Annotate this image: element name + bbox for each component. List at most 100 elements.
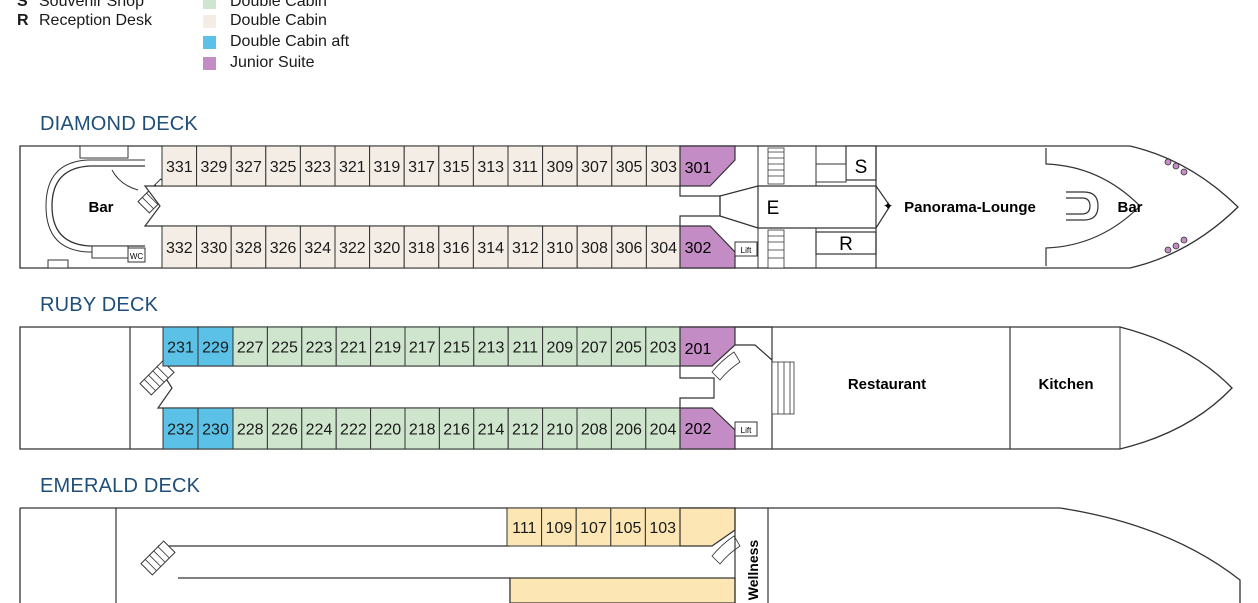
cabin-328[interactable] [230,225,267,269]
bar-counter-fwd [1066,191,1099,221]
legend-item-souvenir-shop: S Souvenir Shop [17,0,144,12]
elevator-label: E [767,198,780,219]
suite-302[interactable] [679,225,736,269]
cabin-228[interactable] [232,407,268,450]
cabin-308[interactable] [576,225,613,269]
emerald-cabin-row-bottom [509,577,736,603]
cabin-317[interactable] [403,145,440,187]
cabin-label-312: 312 [512,240,539,257]
legend-item-junior-suite: Junior Suite [203,53,315,73]
cabin-111[interactable] [506,507,543,547]
cabin-210[interactable] [542,407,578,450]
cabin-label-326: 326 [270,240,297,257]
cabin-314[interactable] [472,225,509,269]
cabin-224[interactable] [301,407,337,450]
cabin-211[interactable] [507,326,544,367]
cabin-329[interactable] [196,145,232,187]
suite-202[interactable] [679,407,736,450]
legend-swatch [203,0,216,9]
ruby-corridor [156,365,715,409]
legend-swatch [203,14,216,28]
cabin-209[interactable] [542,326,578,367]
stair-ruby-aft [139,360,175,396]
stairs-ruby-midship [771,361,795,415]
cabin-306[interactable] [611,225,647,269]
cabin-label-103: 103 [649,520,676,537]
cabin-311[interactable] [507,145,544,187]
legend-swatch [203,56,216,70]
cabin-323[interactable] [299,145,336,187]
cabin-313[interactable] [472,145,509,187]
cabin-label-206: 206 [615,422,642,439]
cabin-label-212: 212 [512,422,539,439]
suite-201[interactable] [679,326,736,367]
cabin-label-209: 209 [546,340,573,357]
cabin-label-302: 302 [685,240,712,257]
cabin-206[interactable] [610,407,647,450]
cabin-203[interactable] [645,326,681,367]
cabin-label-323: 323 [304,159,331,176]
cabin-307[interactable] [576,145,613,187]
cabin-107[interactable] [575,507,612,547]
cabin-212[interactable] [507,407,544,450]
cabin-label-105: 105 [615,520,642,537]
cabin-label-321: 321 [339,159,366,176]
cabin-219[interactable] [370,326,406,367]
cabin-220[interactable] [370,407,406,450]
cabin-103[interactable] [644,507,681,547]
cabin-330[interactable] [196,225,232,269]
cabin-label-213: 213 [478,340,505,357]
cabin-321[interactable] [334,145,371,187]
cabin-230[interactable] [197,407,234,450]
cabin-217[interactable] [404,326,440,367]
cabin-229[interactable] [197,326,234,367]
cabin-320[interactable] [369,225,405,269]
reception-label: R [839,234,853,255]
cabin-223[interactable] [301,326,337,367]
cabin-109[interactable] [541,507,577,547]
compass-icon: ✦ [883,199,893,213]
cabin-318[interactable] [403,225,440,269]
legend-label: Double Cabin aft [230,33,350,50]
bow-decoration [1164,158,1188,254]
cabin-215[interactable] [438,326,475,367]
cabin-label-211: 211 [513,340,539,357]
deck-title-diamond: DIAMOND DECK [40,113,198,135]
cabin-214[interactable] [473,407,509,450]
cabin-322[interactable] [334,225,371,269]
cabin-225[interactable] [266,326,303,367]
cabin-218[interactable] [404,407,440,450]
cabin-332[interactable] [161,225,198,269]
cabin-310[interactable] [542,225,578,269]
cabin-label-305: 305 [616,159,643,176]
deck-title-ruby: RUBY DECK [40,294,159,316]
cabin-226[interactable] [266,407,303,450]
cabin-232[interactable] [162,407,199,450]
cabin-label-309: 309 [547,159,574,176]
cabin-231[interactable] [162,326,199,367]
cabin-325[interactable] [265,145,301,187]
cabin-324[interactable] [299,225,336,269]
legend-item-double-cabin-green: Double Cabin [203,0,327,12]
aft-bar-area [51,165,145,247]
cabin-216[interactable] [438,407,475,450]
cabin-205[interactable] [610,326,647,367]
wc-label: WC [130,252,144,261]
cabin-label-226: 226 [271,422,298,439]
legend-item-double-cabin-aft: Double Cabin aft [203,32,349,52]
cabin-label-208: 208 [581,422,608,439]
stair-aft-bottom [91,245,129,259]
cabin-221[interactable] [335,326,372,367]
cabin-label-111: 111 [512,520,536,537]
cabin-326[interactable] [265,225,301,269]
cabin-label-231: 231 [167,340,194,357]
cabin-label-327: 327 [235,159,262,176]
cabin-309[interactable] [542,145,578,187]
suite-301[interactable] [679,145,736,187]
cabin-331[interactable] [161,145,198,187]
legend-label: Souvenir Shop [39,0,144,10]
cabin-305[interactable] [611,145,647,187]
cabin-label-329: 329 [201,159,228,176]
